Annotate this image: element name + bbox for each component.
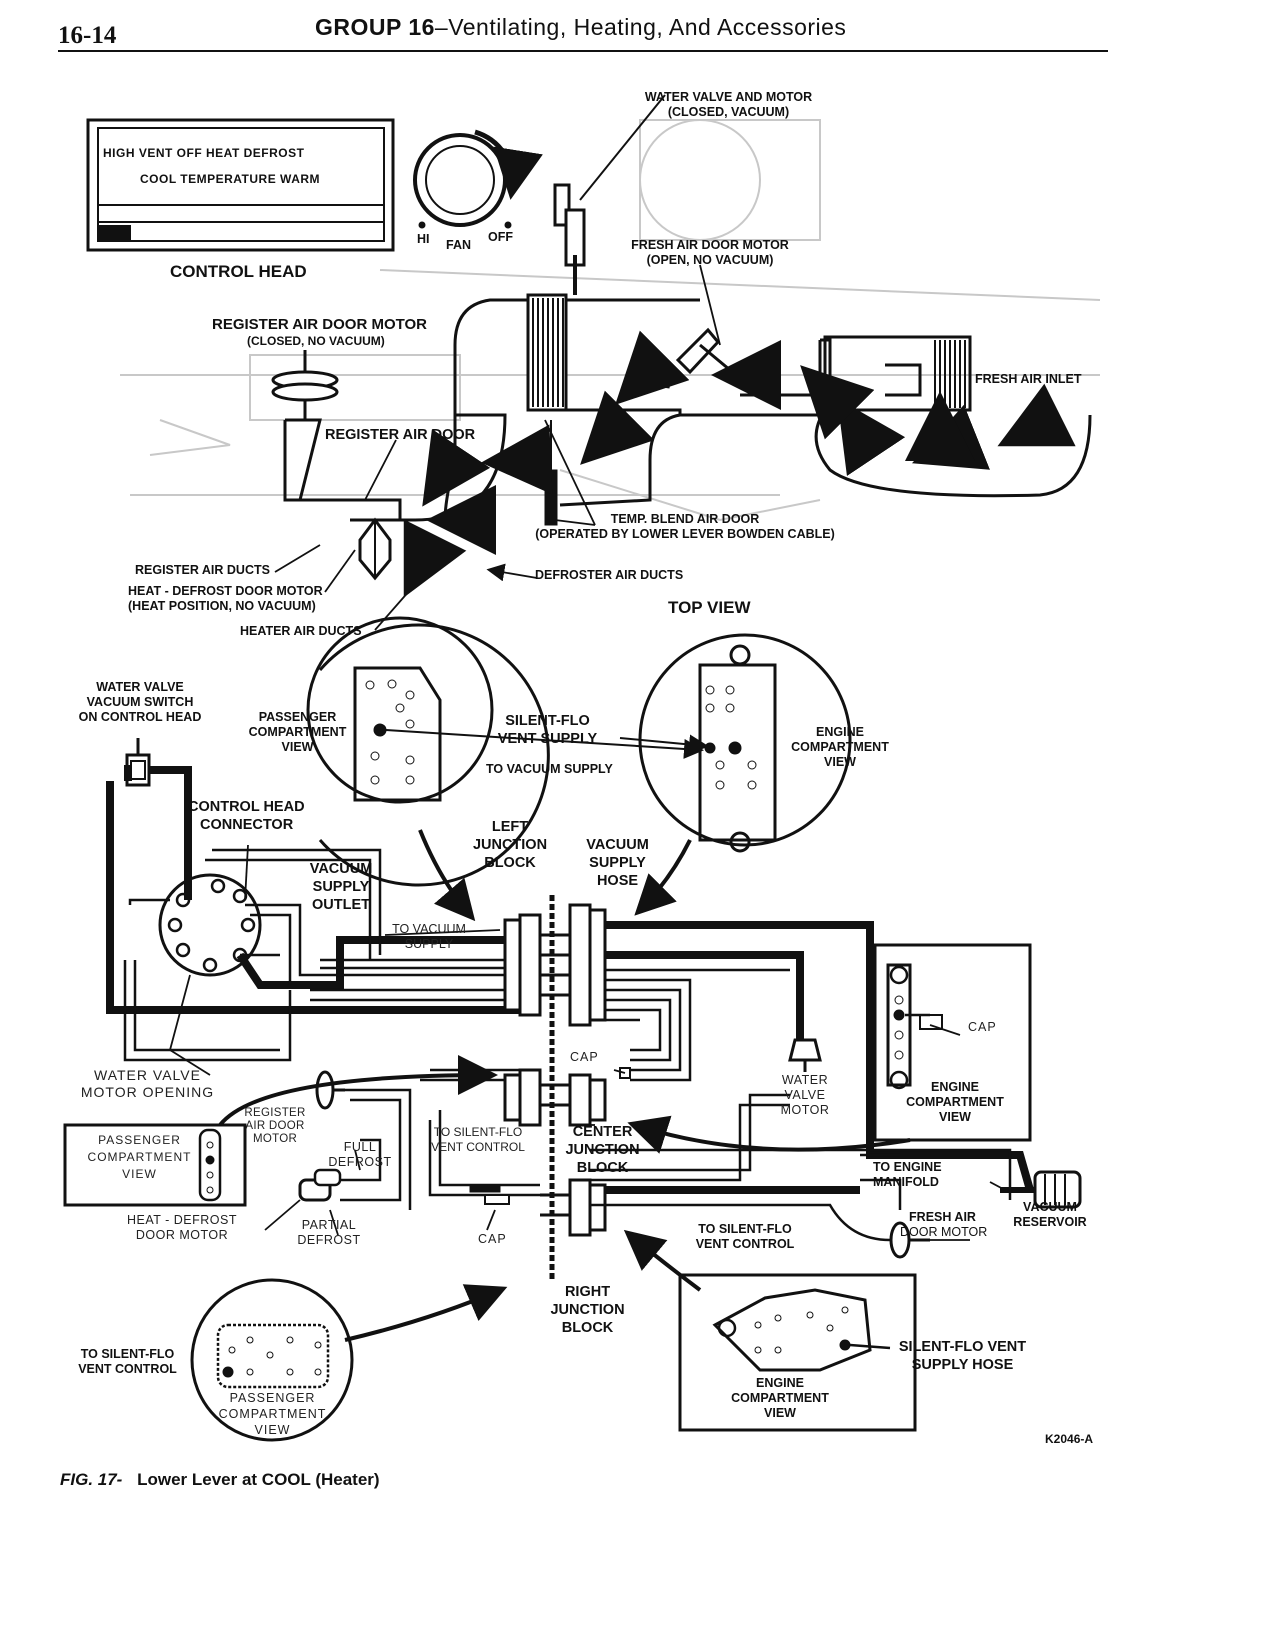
page-number: 16-14 (58, 22, 117, 49)
heat-defrost-door-motor-lower (298, 1168, 342, 1202)
heater-air-ducts-label: HEATER AIR DUCTS (240, 624, 362, 638)
engine-view-circle-top (619, 633, 852, 853)
heat-defrost-door-motor-lower-label: HEAT - DEFROST DOOR MOTOR (126, 1213, 237, 1242)
silent-flo-vent-supply-hose-label: SILENT-FLO VENT SUPPLY HOSE (898, 1339, 1027, 1373)
vacuum-reservoir-label: VACUUM RESERVOIR (1013, 1200, 1087, 1229)
heat-defrost-door-motor-top (358, 517, 392, 581)
defroster-air-ducts-label: DEFROSTER AIR DUCTS (535, 568, 684, 582)
firewall-spine (540, 895, 570, 1280)
register-air-ducts-label: REGISTER AIR DUCTS (135, 563, 270, 577)
to-vacuum-supply-label: TO VACUUM SUPPLY (486, 762, 613, 776)
center-junction-block-label: CENTER JUNCTION BLOCK (565, 1124, 640, 1176)
control-head-connector-label: CONTROL HEAD CONNECTOR (188, 799, 305, 833)
register-air-door-label: REGISTER AIR DOOR (325, 427, 476, 443)
heat-defrost-door-motor-label: HEAT - DEFROST DOOR MOTOR (HEAT POSITION… (128, 584, 323, 613)
header-rule (58, 50, 1108, 52)
engine-view-box-right (873, 943, 1032, 1142)
vacuum-supply-outlet-label: VACUUM SUPPLY OUTLET (309, 861, 373, 913)
water-valve-vacuum-switch (125, 738, 151, 787)
fresh-air-door-motor-top (675, 327, 815, 397)
fresh-air-door-motor-lower-label: FRESH AIR DOOR MOTOR (900, 1210, 988, 1239)
partial-defrost-label: PARTIAL DEFROST (297, 1218, 361, 1247)
caption-label: FIG. 17- (60, 1470, 123, 1489)
top-view-leaders (274, 264, 721, 631)
passenger-compartment-view-label-bottom: PASSENGER COMPARTMENT VIEW (218, 1391, 327, 1437)
fan-knob (413, 129, 543, 229)
junction-blocks (503, 903, 607, 1237)
group-title: GROUP 16 (315, 14, 435, 40)
passenger-compartment-view-label-left: PASSENGER COMPARTMENT VIEW (87, 1133, 192, 1181)
control-head-label: CONTROL HEAD (170, 262, 307, 281)
water-valve-motor (788, 1038, 822, 1072)
register-air-door-motor-lower (315, 1070, 345, 1110)
water-valve-motor-lower-label: WATER VALVE MOTOR (780, 1073, 830, 1117)
control-head-panel (86, 118, 395, 252)
engine-compartment-view-label-bottom: ENGINE COMPARTMENT VIEW (731, 1376, 829, 1420)
passenger-compartment-view-label-top: PASSENGER COMPARTMENT VIEW (248, 710, 347, 754)
engine-view-box-bottom (678, 1273, 917, 1432)
passenger-view-circle-top (306, 616, 704, 887)
engine-compartment-view-label-right: ENGINE COMPARTMENT VIEW (906, 1080, 1004, 1124)
fan-hi-label: HI (417, 232, 430, 246)
vacuum-reservoir (1000, 1170, 1082, 1209)
fresh-air-inlet-label: FRESH AIR INLET (975, 372, 1082, 386)
temp-blend-air-door-label: TEMP. BLEND AIR DOOR (OPERATED BY LOWER … (535, 512, 835, 541)
faint-background-sketch (120, 119, 1101, 522)
to-silent-flo-vent-control-label: TO SILENT-FLO VENT CONTROL (431, 1125, 525, 1154)
to-engine-manifold-label: TO ENGINE MANIFOLD (873, 1160, 942, 1189)
water-valve-assembly (553, 94, 666, 295)
cap-label-engine-view: CAP (968, 1020, 997, 1034)
fresh-air-door-motor-lower (590, 1203, 930, 1259)
temp-blend-door (544, 420, 558, 526)
vacuum-supply-hose-label: VACUUM SUPPLY HOSE (586, 837, 649, 889)
control-head-connector (158, 873, 262, 977)
lower-leaders (168, 844, 1006, 1241)
engine-compartment-view-label-top: ENGINE COMPARTMENT VIEW (791, 725, 889, 769)
heater-core (526, 293, 568, 412)
register-air-door-motor-lower-label: REGISTER AIR DOOR MOTOR (244, 1107, 306, 1145)
left-junction-block-label: LEFT JUNCTION BLOCK (472, 819, 548, 871)
fan-label: FAN (446, 238, 471, 252)
cap-label-bottom: CAP (478, 1232, 507, 1246)
water-valve-motor-opening-label: WATER VALVE MOTOR OPENING (80, 1067, 215, 1100)
water-valve-motor-label: WATER VALVE AND MOTOR (CLOSED, VACUUM) (644, 90, 813, 119)
blower-fresh-air-inlet (814, 335, 1092, 498)
silent-flo-vent-supply-label: SILENT-FLO VENT SUPPLY (497, 713, 598, 747)
group-subtitle: –Ventilating, Heating, And Accessories (434, 14, 847, 40)
callout-arrows (218, 829, 911, 1342)
control-head-mode-labels: HIGH VENT OFF HEAT DEFROST (103, 146, 305, 160)
register-air-door-motor-label: REGISTER AIR DOOR MOTOR (CLOSED, NO VACU… (212, 316, 428, 348)
control-head-temperature-labels: COOL TEMPERATURE WARM (140, 172, 321, 186)
caption-text: Lower Lever at COOL (Heater) (137, 1470, 380, 1489)
top-view-label: TOP VIEW (668, 598, 751, 617)
airflow-arrows (403, 330, 1076, 598)
to-vacuum-supply-outlet-label: TO VACUUM SUPPLY (392, 922, 466, 951)
passenger-view-circle-bottom (190, 1278, 354, 1442)
to-silent-flo-vent-control-3-label: TO SILENT-FLO VENT CONTROL (78, 1347, 177, 1376)
passenger-view-box-left (63, 1123, 247, 1207)
full-defrost-label: FULL DEFROST (328, 1140, 392, 1169)
fresh-air-door-motor-label: FRESH AIR DOOR MOTOR (OPEN, NO VACUUM) (631, 238, 789, 267)
figure-id: K2046-A (1045, 1432, 1094, 1446)
right-junction-block-label: RIGHT JUNCTION BLOCK (550, 1284, 625, 1336)
page-header-title: GROUP 16–Ventilating, Heating, And Acces… (315, 14, 846, 41)
water-valve-vacuum-switch-label: WATER VALVE VACUUM SWITCH ON CONTROL HEA… (78, 680, 202, 724)
fan-off-label: OFF (488, 230, 513, 244)
register-air-door-motor (271, 350, 402, 520)
cap-label-center: CAP (570, 1050, 599, 1064)
to-silent-flo-vent-control-2-label: TO SILENT-FLO VENT CONTROL (695, 1222, 795, 1251)
figure-caption: FIG. 17- Lower Lever at COOL (Heater) (60, 1470, 380, 1490)
